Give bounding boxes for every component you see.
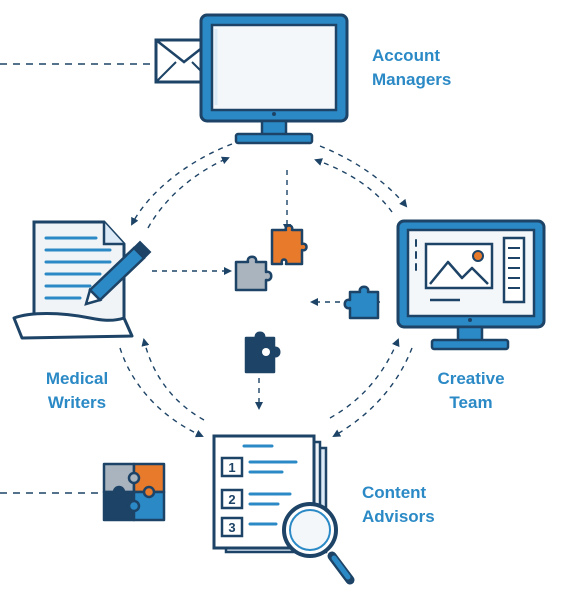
label-account-managers-line2: Managers xyxy=(372,70,452,89)
arrow-creative-to-advisors xyxy=(332,347,413,438)
arrow-advisors-to-writers xyxy=(141,338,205,421)
magnifier-icon xyxy=(282,502,355,585)
label-content-advisors-line2: Advisors xyxy=(362,507,435,526)
label-medical-writers-line2: Writers xyxy=(47,393,107,412)
cycle-arrows xyxy=(119,143,413,438)
arrow-writers-to-advisors xyxy=(119,347,204,438)
pen-icon xyxy=(84,240,152,306)
label-account-managers-line1: Account xyxy=(372,46,440,65)
navy-puzzle-piece xyxy=(244,331,281,374)
arrow-account-to-creative xyxy=(319,145,408,208)
computer-monitor-icon xyxy=(154,13,349,145)
label-content-advisors: Content Advisors xyxy=(362,481,435,529)
gray-puzzle-piece xyxy=(234,255,273,292)
label-creative-team-line2: Team xyxy=(449,393,493,412)
checklist-number-2: 2 xyxy=(228,492,235,507)
checklist-magnifier-icon: 1 2 3 xyxy=(212,434,355,585)
checklist-number-1: 1 xyxy=(228,460,235,475)
blue-puzzle-piece xyxy=(343,285,380,320)
label-creative-team-line1: Creative xyxy=(437,369,505,388)
arrow-creative-to-account xyxy=(314,158,393,213)
checklist-number-3: 3 xyxy=(228,520,235,535)
document-pen-icon xyxy=(12,220,152,340)
label-content-advisors-line1: Content xyxy=(362,483,427,502)
orange-puzzle-piece xyxy=(270,224,308,266)
arrow-advisors-to-creative xyxy=(329,338,400,419)
design-monitor-icon xyxy=(396,219,546,351)
label-account-managers: Account Managers xyxy=(372,44,451,92)
arrow-account-to-writers xyxy=(131,143,233,226)
edge-lines xyxy=(0,63,156,494)
assembled-puzzle-icon xyxy=(102,462,166,522)
label-creative-team: Creative Team xyxy=(432,367,510,415)
label-medical-writers: Medical Writers xyxy=(40,367,114,415)
arrow-writers-to-account xyxy=(147,156,230,229)
label-medical-writers-line1: Medical xyxy=(45,369,109,388)
